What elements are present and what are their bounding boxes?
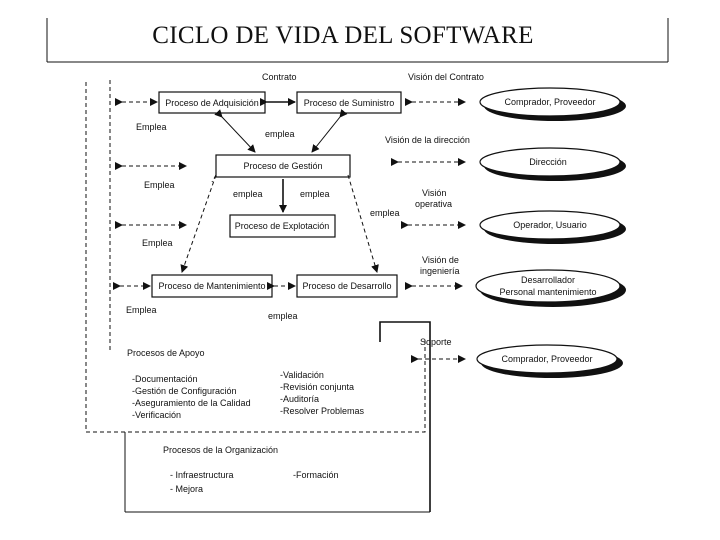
actor-comprador-2: Comprador, Proveedor (476, 344, 623, 378)
arrow-gestion-mantenimiento (180, 174, 217, 273)
org-title: Procesos de la Organización (163, 445, 278, 455)
support-frame (379, 321, 431, 512)
org-left-1: - Mejora (170, 484, 203, 494)
apoyo-right-2: -Auditoría (280, 394, 319, 404)
box-gestion (215, 154, 351, 178)
actor-operador-label: Operador, Usuario (513, 220, 587, 230)
actor-desarrollador: Desarrollador Personal mantenimiento (475, 269, 626, 307)
actor-comprador-1-label: Comprador, Proveedor (504, 97, 595, 107)
label-vision-operativa-1: Visión (422, 188, 446, 198)
label-emplea-3: Emplea (142, 238, 173, 248)
label-vision-ingenieria-2: ingeniería (420, 266, 460, 276)
arrow-suministro-gestion (311, 109, 348, 153)
apoyo-left-1: -Gestión de Configuración (132, 386, 237, 396)
apoyo-right-1: -Revisión conjunta (280, 382, 354, 392)
actor-direccion: Dirección (479, 147, 626, 181)
actor-desarrollador-line2: Personal mantenimiento (499, 287, 596, 297)
actor-operador: Operador, Usuario (479, 210, 626, 244)
label-emplea-5: emplea (370, 208, 400, 218)
page-title: CICLO DE VIDA DEL SOFTWARE (152, 22, 533, 49)
label-emplea-left: emplea (233, 189, 263, 199)
label-suministro: Proceso de Suministro (304, 98, 395, 108)
apoyo-right-0: -Validación (280, 370, 324, 380)
label-emplea-2: Emplea (144, 180, 175, 190)
label-emplea-4: Emplea (126, 305, 157, 315)
label-vision-operativa-2: operativa (415, 199, 452, 209)
actor-direccion-label: Dirección (529, 157, 567, 167)
label-desarrollo: Proceso de Desarrollo (302, 281, 391, 291)
label-emplea-gestion: emplea (265, 129, 295, 139)
arrow-gestion-desarrollo (347, 174, 379, 273)
label-mantenimiento: Proceso de Mantenimiento (158, 281, 265, 291)
label-emplea-1: Emplea (136, 122, 167, 132)
label-vision-ingenieria-1: Visión de (422, 255, 459, 265)
label-soporte: Soporte (420, 337, 452, 347)
label-emplea-6: emplea (268, 311, 298, 321)
gestion-left-stub (211, 174, 217, 183)
actor-desarrollador-line1: Desarrollador (521, 275, 575, 285)
org-left-0: - Infraestructura (170, 470, 234, 480)
actor-comprador-1: Comprador, Proveedor (479, 87, 626, 121)
box-suministro (296, 91, 402, 114)
apoyo-right-3: -Resolver Problemas (280, 406, 365, 416)
org-right-0: -Formación (293, 470, 339, 480)
label-gestion: Proceso de Gestión (243, 161, 322, 171)
box-explotacion (229, 214, 336, 238)
outer-dashed-frame (85, 82, 426, 433)
label-vision-contrato: Visión del Contrato (408, 72, 484, 82)
arrow-adquisicion-gestion (214, 109, 256, 153)
label-emplea-right: emplea (300, 189, 330, 199)
actor-comprador-2-label: Comprador, Proveedor (501, 354, 592, 364)
apoyo-left-3: -Verificación (132, 410, 181, 420)
apoyo-title: Procesos de Apoyo (127, 348, 205, 358)
box-desarrollo (296, 274, 398, 298)
label-contrato: Contrato (262, 72, 297, 82)
label-adquisicion: Proceso de Adquisición (165, 98, 259, 108)
label-explotacion: Proceso de Explotación (235, 221, 330, 231)
apoyo-left-0: -Documentación (132, 374, 198, 384)
label-vision-direccion: Visión de la dirección (385, 135, 470, 145)
apoyo-left-2: -Aseguramiento de la Calidad (132, 398, 251, 408)
